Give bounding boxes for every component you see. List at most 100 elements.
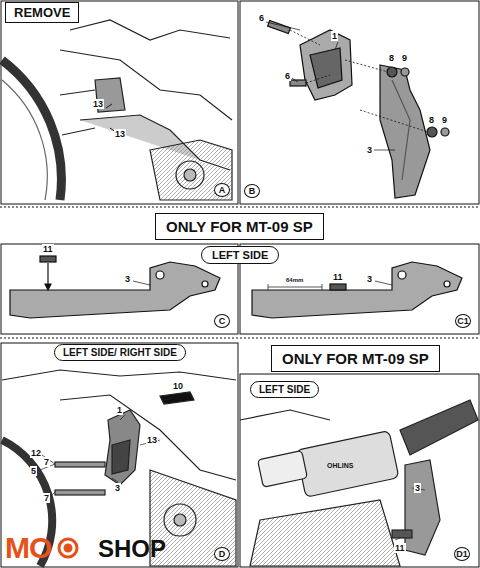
drawing-stroke <box>395 488 425 540</box>
brand-mark: OHLINS <box>326 462 354 470</box>
panel-a-bike <box>2 20 232 200</box>
callout-number: 3 <box>366 274 373 284</box>
callout-number: 3 <box>124 274 131 284</box>
drawing-stroke <box>184 169 196 181</box>
drawing-stroke <box>2 370 236 380</box>
box-text: LEFT SIDE/ RIGHT SIDE <box>63 347 177 358</box>
drawing-stroke <box>444 281 450 287</box>
banner-box: ONLY FOR MT-09 SP <box>271 345 440 372</box>
drawing-stroke <box>65 545 71 551</box>
drawing-stroke <box>1 1 238 204</box>
drawing-stroke <box>55 462 105 467</box>
panel-b-parts <box>266 20 449 198</box>
drawing-stroke <box>176 161 204 189</box>
callout-number: 13 <box>114 129 126 139</box>
callout-number: 8 <box>388 53 395 63</box>
drawing-stroke <box>441 128 449 136</box>
watermark: SHOP <box>97 536 167 562</box>
drawing-stroke <box>401 68 409 76</box>
drawing-stroke <box>296 431 399 498</box>
box-text: LEFT SIDE <box>212 249 268 261</box>
side-tag: LEFT SIDE <box>201 246 279 264</box>
callout-number: 13 <box>92 99 104 109</box>
callout-number: 11 <box>42 244 54 254</box>
drawing-stroke <box>133 281 150 285</box>
panel-c-plate <box>10 256 220 318</box>
side-tag: LEFT SIDE <box>250 381 319 398</box>
drawing-stroke <box>1 343 238 567</box>
drawing-stroke <box>375 281 392 285</box>
drawing-stroke <box>60 90 95 135</box>
drawing-stroke <box>240 410 330 420</box>
callout-number: 7 <box>43 493 50 503</box>
drawing-stroke <box>164 504 196 536</box>
callout-number: 11 <box>394 543 406 553</box>
callout-number: 1 <box>331 31 338 41</box>
drawing-stroke <box>268 284 322 290</box>
callout-number: 12 <box>30 448 42 458</box>
panel-letter: B <box>244 184 260 198</box>
callout-number: 3 <box>114 483 121 493</box>
drawing-stroke <box>300 30 352 100</box>
drawing-stroke <box>2 60 61 200</box>
panel-c1-plate <box>252 262 462 318</box>
callout-number: 10 <box>172 381 184 391</box>
drawing-stroke <box>40 398 172 495</box>
box-text: ONLY FOR MT-09 SP <box>166 218 313 235</box>
drawing-stroke <box>240 374 479 567</box>
drawing-stroke <box>60 50 232 120</box>
drawing-stroke <box>45 284 51 290</box>
drawing-stroke <box>150 140 232 200</box>
drawing-stroke <box>160 392 194 404</box>
watermark: MO <box>4 533 52 563</box>
drawing-stroke <box>40 256 56 262</box>
drawing-stroke <box>55 490 105 495</box>
drawing-stroke <box>10 262 220 318</box>
drawing-stroke <box>387 67 397 77</box>
drawing-stroke <box>268 287 322 288</box>
drawing-stroke <box>405 460 440 555</box>
drawing-stroke <box>59 539 77 557</box>
callout-number: 1 <box>116 405 123 415</box>
drawing-stroke <box>398 271 406 279</box>
callout-number: 7 <box>43 457 50 467</box>
watermark-gear <box>59 539 77 557</box>
drawing-stroke <box>290 30 428 132</box>
drawing-stroke <box>202 281 208 287</box>
callout-number: 5 <box>30 466 37 476</box>
drawing-stroke <box>330 284 346 290</box>
drawing-stroke <box>310 48 342 88</box>
panel-letter: D1 <box>454 547 470 561</box>
drawing-stroke <box>70 20 230 40</box>
drawing-stroke <box>112 440 130 474</box>
callout-number: 11 <box>332 272 344 282</box>
drawing-stroke <box>266 22 395 150</box>
drawing-stroke <box>0 207 480 208</box>
callout-number: 13 <box>146 435 158 445</box>
dimension: 64mm <box>285 277 304 284</box>
box-text: ONLY FOR MT-09 SP <box>282 350 429 367</box>
banner-box: REMOVE <box>5 2 79 23</box>
drawing-stroke <box>252 262 462 318</box>
panel-letter: A <box>214 183 230 197</box>
drawing-stroke <box>392 530 412 538</box>
callout-number: 6 <box>258 13 265 23</box>
drawing-stroke <box>2 440 52 566</box>
box-text: LEFT SIDE <box>259 384 310 395</box>
drawing-stroke <box>105 410 140 485</box>
box-text: REMOVE <box>14 5 70 20</box>
drawing-stroke <box>427 127 437 137</box>
drawing-stroke <box>380 65 430 198</box>
callout-number: 3 <box>366 145 373 155</box>
callout-number: 3 <box>414 483 421 493</box>
drawing-stroke <box>240 1 479 204</box>
drawing-stroke <box>106 104 116 132</box>
drawing-stroke <box>0 338 480 339</box>
drawing-stroke <box>156 271 164 279</box>
panel-letter: C <box>214 314 230 328</box>
banner-box: ONLY FOR MT-09 SP <box>155 213 324 240</box>
drawing-stroke <box>400 400 478 455</box>
panel-letter: C1 <box>455 314 471 328</box>
